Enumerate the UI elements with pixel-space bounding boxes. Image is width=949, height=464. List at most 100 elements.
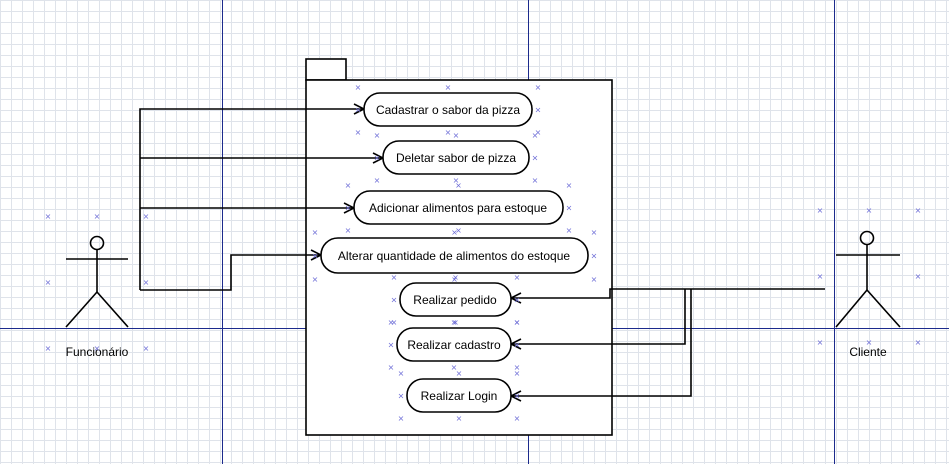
resize-handle-icon[interactable]: × (355, 106, 362, 115)
use-case-cadastrar-sabor[interactable]: Cadastrar o sabor da pizza (363, 92, 533, 127)
resize-handle-icon[interactable]: × (345, 226, 352, 235)
resize-handle-icon[interactable]: × (566, 181, 573, 190)
resize-handle-icon[interactable]: × (817, 338, 824, 347)
use-case-alterar-quantidade[interactable]: Alterar quantidade de alimentos do estoq… (320, 237, 589, 274)
resize-handle-icon[interactable]: × (388, 363, 395, 372)
resize-handle-icon[interactable]: × (374, 176, 381, 185)
resize-handle-icon[interactable]: × (398, 414, 405, 423)
use-case-label: Alterar quantidade de alimentos do estoq… (338, 249, 570, 263)
resize-handle-icon[interactable]: × (532, 131, 539, 140)
resize-handle-icon[interactable]: × (388, 318, 395, 327)
resize-handle-icon[interactable]: × (456, 369, 463, 378)
use-case-realizar-login[interactable]: Realizar Login (406, 378, 512, 413)
use-case-label: Cadastrar o sabor da pizza (376, 103, 520, 117)
resize-handle-icon[interactable]: × (94, 344, 101, 353)
use-case-shape (406, 378, 512, 413)
resize-handle-icon[interactable]: × (445, 128, 452, 137)
selection-handles: ××××××××××××××××××××××××××××××××××××××××… (45, 83, 922, 423)
resize-handle-icon[interactable]: × (535, 128, 542, 137)
resize-handle-icon[interactable]: × (374, 131, 381, 140)
resize-handle-icon[interactable]: × (374, 154, 381, 163)
resize-handle-icon[interactable]: × (535, 83, 542, 92)
use-case-label: Realizar pedido (413, 293, 497, 307)
stick-figure-icon (835, 230, 901, 328)
resize-handle-icon[interactable]: × (514, 414, 521, 423)
resize-handle-icon[interactable]: × (143, 278, 150, 287)
resize-handle-icon[interactable]: × (451, 363, 458, 372)
resize-handle-icon[interactable]: × (591, 252, 598, 261)
actor-funcionario[interactable]: Funcionário (65, 235, 129, 360)
resize-handle-icon[interactable]: × (535, 106, 542, 115)
resize-handle-icon[interactable]: × (455, 181, 462, 190)
resize-handle-icon[interactable]: × (451, 275, 458, 284)
association-cliente-uc7[interactable] (511, 289, 692, 396)
resize-handle-icon[interactable]: × (312, 275, 319, 284)
resize-handle-icon[interactable]: × (453, 131, 460, 140)
resize-handle-icon[interactable]: × (398, 369, 405, 378)
resize-handle-icon[interactable]: × (345, 181, 352, 190)
resize-handle-icon[interactable]: × (915, 272, 922, 281)
resize-handle-icon[interactable]: × (514, 369, 521, 378)
resize-handle-icon[interactable]: × (355, 128, 362, 137)
resize-handle-icon[interactable]: × (817, 206, 824, 215)
resize-handle-icon[interactable]: × (514, 363, 521, 372)
resize-handle-icon[interactable]: × (391, 296, 398, 305)
resize-handle-icon[interactable]: × (591, 228, 598, 237)
use-case-realizar-cadastro[interactable]: Realizar cadastro (396, 327, 512, 362)
resize-handle-icon[interactable]: × (355, 83, 362, 92)
stick-figure-icon (65, 235, 129, 328)
resize-handle-icon[interactable]: × (514, 318, 521, 327)
use-cases: Cadastrar o sabor da pizza Deletar sabor… (320, 92, 589, 413)
association-funcionario-uc1[interactable] (139, 109, 364, 290)
resize-handle-icon[interactable]: × (451, 318, 458, 327)
use-case-label: Deletar sabor de pizza (396, 151, 516, 165)
resize-handle-icon[interactable]: × (915, 206, 922, 215)
resize-handle-icon[interactable]: × (143, 212, 150, 221)
resize-handle-icon[interactable]: × (591, 275, 598, 284)
association-cliente-uc6[interactable] (511, 289, 686, 344)
resize-handle-icon[interactable]: × (388, 341, 395, 350)
resize-handle-icon[interactable]: × (312, 252, 319, 261)
resize-handle-icon[interactable]: × (391, 273, 398, 282)
resize-handle-icon[interactable]: × (566, 226, 573, 235)
resize-handle-icon[interactable]: × (817, 272, 824, 281)
resize-handle-icon[interactable]: × (94, 212, 101, 221)
association-funcionario-uc4[interactable] (140, 255, 321, 291)
resize-handle-icon[interactable]: × (453, 176, 460, 185)
use-case-label: Realizar Login (421, 389, 498, 403)
resize-handle-icon[interactable]: × (45, 278, 52, 287)
use-case-adicionar-alimentos[interactable]: Adicionar alimentos para estoque (353, 190, 564, 225)
resize-handle-icon[interactable]: × (532, 176, 539, 185)
use-case-deletar-sabor[interactable]: Deletar sabor de pizza (382, 140, 530, 175)
use-case-realizar-pedido[interactable]: Realizar pedido (399, 282, 512, 317)
resize-handle-icon[interactable]: × (455, 226, 462, 235)
actor-label: Cliente (849, 345, 887, 359)
resize-handle-icon[interactable]: × (398, 392, 405, 401)
actor-cliente[interactable]: Cliente (835, 230, 901, 360)
resize-handle-icon[interactable]: × (391, 318, 398, 327)
resize-handle-icon[interactable]: × (451, 228, 458, 237)
resize-handle-icon[interactable]: × (445, 83, 452, 92)
resize-handle-icon[interactable]: × (866, 338, 873, 347)
resize-handle-icon[interactable]: × (514, 318, 521, 327)
resize-handle-icon[interactable]: × (45, 344, 52, 353)
resize-handle-icon[interactable]: × (143, 344, 150, 353)
resize-handle-icon[interactable]: × (866, 206, 873, 215)
resize-handle-icon[interactable]: × (45, 212, 52, 221)
resize-handle-icon[interactable]: × (452, 318, 459, 327)
resize-handle-icon[interactable]: × (514, 296, 521, 305)
use-case-shape (399, 282, 512, 317)
resize-handle-icon[interactable]: × (514, 392, 521, 401)
use-case-label: Adicionar alimentos para estoque (369, 201, 547, 215)
resize-handle-icon[interactable]: × (345, 204, 352, 213)
resize-handle-icon[interactable]: × (514, 273, 521, 282)
resize-handle-icon[interactable]: × (915, 338, 922, 347)
association-cliente-uc5[interactable] (511, 288, 825, 298)
resize-handle-icon[interactable]: × (566, 204, 573, 213)
resize-handle-icon[interactable]: × (452, 273, 459, 282)
resize-handle-icon[interactable]: × (312, 228, 319, 237)
resize-handle-icon[interactable]: × (532, 154, 539, 163)
resize-handle-icon[interactable]: × (456, 414, 463, 423)
resize-handle-icon[interactable]: × (514, 341, 521, 350)
